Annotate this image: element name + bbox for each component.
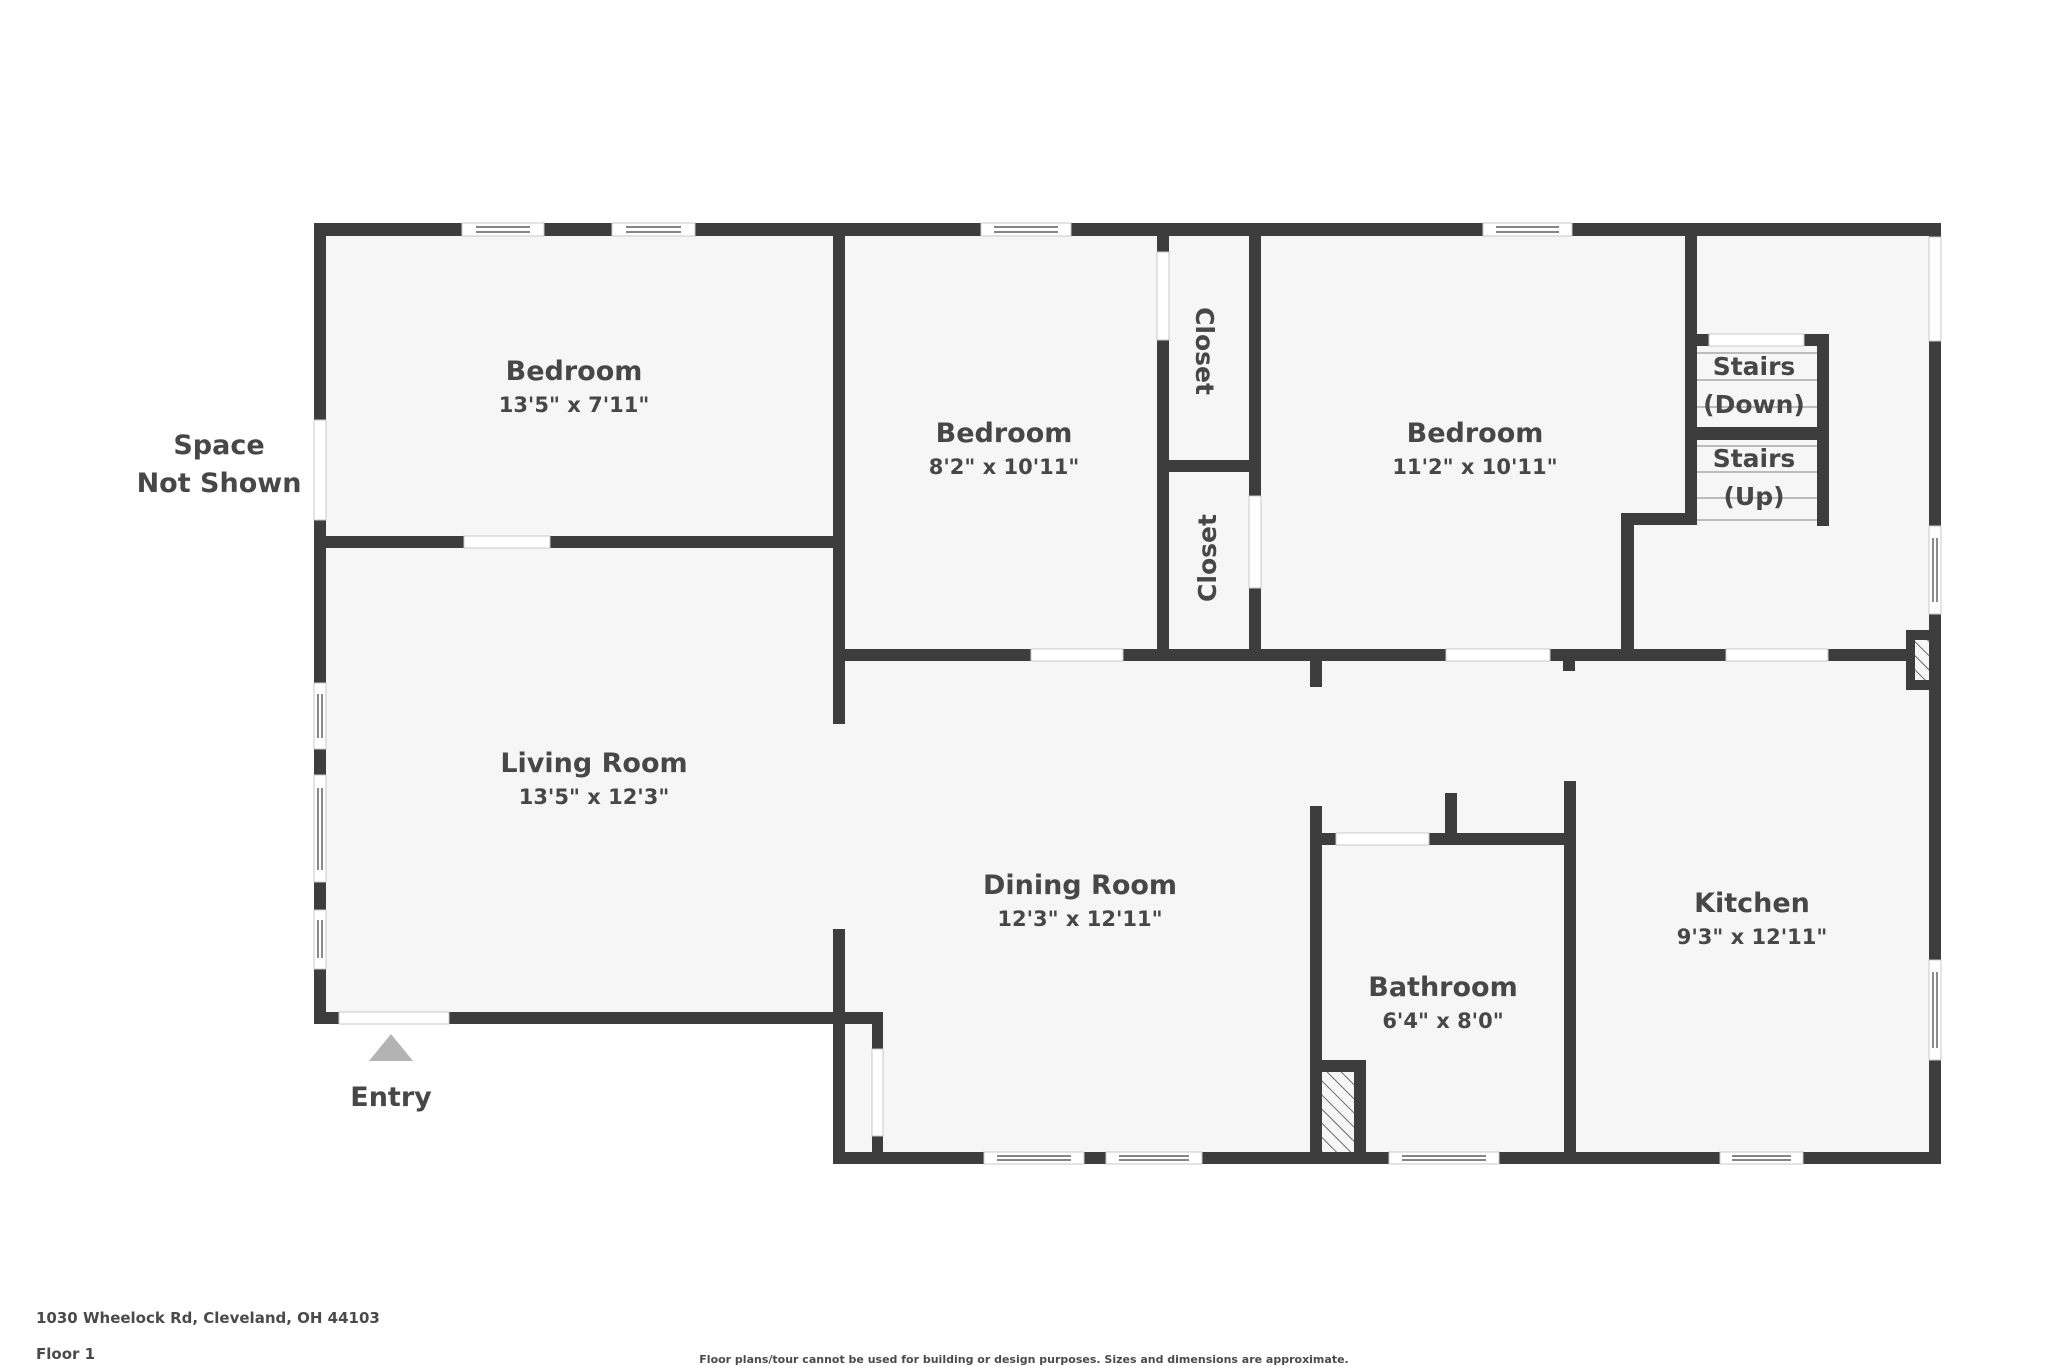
door-closet-top [1156, 251, 1170, 341]
room-kitchen: Kitchen 9'3" x 12'11" [1677, 888, 1828, 949]
window [313, 774, 327, 883]
window [980, 222, 1072, 237]
stair-treads [1697, 352, 1817, 521]
floor-fills [320, 230, 1935, 1160]
room-name: Kitchen [1694, 888, 1810, 919]
stairs-up-line2: (Up) [1723, 482, 1784, 511]
room-dimensions: 12'3" x 12'11" [997, 907, 1162, 931]
window [1388, 1151, 1500, 1165]
room-dimensions: 8'2" x 10'11" [929, 455, 1080, 479]
room-bedroom-3: Bedroom 11'2" x 10'11" [1392, 418, 1557, 479]
entry-door [338, 1011, 450, 1025]
stairs-up-line1: Stairs [1713, 444, 1796, 473]
room-dimensions: 6'4" x 8'0" [1382, 1009, 1503, 1033]
space-not-shown-line1: Space [173, 430, 264, 461]
room-living-room: Living Room 13'5" x 12'3" [500, 748, 687, 809]
door-bedroom2 [1030, 648, 1124, 662]
opening-space-not-shown [313, 419, 327, 521]
room-name: Bedroom [936, 418, 1073, 449]
room-bathroom: Bathroom 6'4" x 8'0" [1368, 972, 1517, 1033]
disclaimer: Floor plans/tour cannot be used for buil… [699, 1353, 1349, 1366]
room-dining-room: Dining Room 12'3" x 12'11" [983, 870, 1177, 931]
door-closet-bottom [1248, 495, 1262, 589]
door-stairs-area [1725, 648, 1829, 662]
room-dimensions: 11'2" x 10'11" [1392, 455, 1557, 479]
room-name: Bathroom [1368, 972, 1517, 1003]
window [313, 682, 327, 750]
entry-arrow-icon [369, 1034, 413, 1061]
room-name: Bedroom [1407, 418, 1544, 449]
window [1105, 1151, 1203, 1165]
window [983, 1151, 1085, 1165]
room-name: Dining Room [983, 870, 1177, 901]
openings [313, 222, 1942, 1165]
door-stairs-down [1708, 333, 1805, 347]
window [1928, 525, 1942, 615]
window-right-top [1928, 236, 1942, 342]
entry-label: Entry [350, 1082, 432, 1113]
space-not-shown-line2: Not Shown [137, 468, 302, 499]
room-name: Bedroom [506, 356, 643, 387]
property-address: 1030 Wheelock Rd, Cleveland, OH 44103 [36, 1309, 380, 1327]
window [1482, 222, 1573, 237]
window [313, 909, 327, 970]
window [1719, 1151, 1804, 1165]
window [1928, 959, 1942, 1061]
window [461, 222, 545, 237]
room-dimensions: 9'3" x 12'11" [1677, 925, 1828, 949]
closet-bottom-label: Closet [1193, 514, 1222, 602]
stairs-down-line2: (Down) [1703, 390, 1805, 419]
room-bedroom-1: Bedroom 13'5" x 7'11" [499, 356, 650, 417]
door-bedroom3 [1445, 648, 1551, 662]
closet-top-label: Closet [1190, 307, 1219, 395]
room-dimensions: 13'5" x 12'3" [519, 785, 670, 809]
window-dining-nook [871, 1048, 884, 1137]
stairs-down: Stairs (Down) [1703, 352, 1805, 419]
space-not-shown-label: Space Not Shown [137, 430, 302, 499]
hatched-chase-corner [1915, 640, 1929, 680]
stairs-up: Stairs (Up) [1713, 444, 1796, 511]
room-name: Living Room [500, 748, 687, 779]
room-dimensions: 13'5" x 7'11" [499, 393, 650, 417]
hatched-chase-bathroom [1322, 1072, 1354, 1152]
floor-label: Floor 1 [36, 1345, 96, 1363]
door-bedroom1 [463, 535, 551, 549]
room-bedroom-2: Bedroom 8'2" x 10'11" [929, 418, 1080, 479]
window [611, 222, 696, 237]
door-bathroom [1335, 832, 1430, 846]
stairs-down-line1: Stairs [1713, 352, 1796, 381]
